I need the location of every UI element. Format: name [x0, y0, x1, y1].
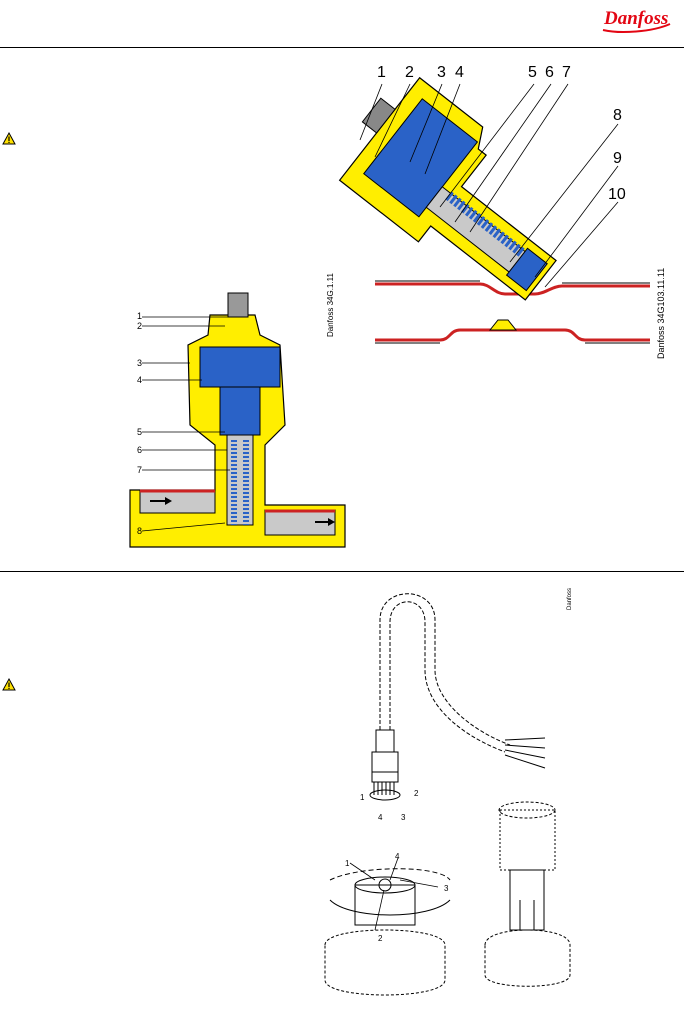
- socket-pin-1: 1: [345, 859, 350, 868]
- top-callout-1: 1: [377, 64, 386, 81]
- svg-text:Danfoss: Danfoss: [603, 8, 668, 29]
- left-callout-4: 4: [137, 375, 143, 385]
- plug-pin-2: 2: [414, 789, 419, 798]
- top-divider: [0, 47, 684, 48]
- cable-connector-figure: 1 2 3 4 1 2 3 4 Danfoss: [320, 580, 600, 1010]
- socket-pin-3: 3: [444, 884, 449, 893]
- bottom-figure-code: Danfoss: [567, 587, 573, 610]
- top-figure-code: Danfoss 34G103.11.11: [656, 267, 666, 359]
- top-callout-10: 10: [608, 186, 626, 203]
- danfoss-logo: Danfoss: [600, 4, 672, 38]
- socket-pin-4: 4: [395, 852, 400, 861]
- middle-divider: [0, 571, 684, 572]
- top-callout-4: 4: [455, 64, 464, 81]
- left-callout-5: 5: [137, 427, 143, 437]
- top-callout-2: 2: [405, 64, 414, 81]
- plug-pin-1: 1: [360, 793, 365, 802]
- left-callout-2: 2: [137, 321, 143, 331]
- warning-icon: [2, 131, 16, 145]
- vertical-valve-figure: 1 2 3 4 5 6 7 8: [129, 285, 346, 555]
- top-callout-9: 9: [613, 150, 622, 167]
- plug-pin-4: 4: [378, 813, 383, 822]
- angled-valve-figure: 1 2 3 4 5 6 7 8 9 10 Danfoss 34G103.11.1…: [330, 62, 680, 362]
- left-callout-3: 3: [137, 358, 143, 368]
- top-callout-7: 7: [562, 64, 571, 81]
- left-callout-1: 1: [137, 311, 143, 321]
- top-callout-3: 3: [437, 64, 446, 81]
- top-callout-6: 6: [545, 64, 554, 81]
- left-callout-7: 7: [137, 465, 143, 475]
- left-callout-6: 6: [137, 445, 143, 455]
- left-callout-8: 8: [137, 526, 143, 536]
- top-callout-5: 5: [528, 64, 537, 81]
- danfoss-logo-mark: Danfoss: [602, 8, 671, 33]
- socket-pin-2: 2: [378, 934, 383, 943]
- top-callout-8: 8: [613, 107, 622, 124]
- plug-pin-3: 3: [401, 813, 406, 822]
- warning-icon: [2, 677, 16, 691]
